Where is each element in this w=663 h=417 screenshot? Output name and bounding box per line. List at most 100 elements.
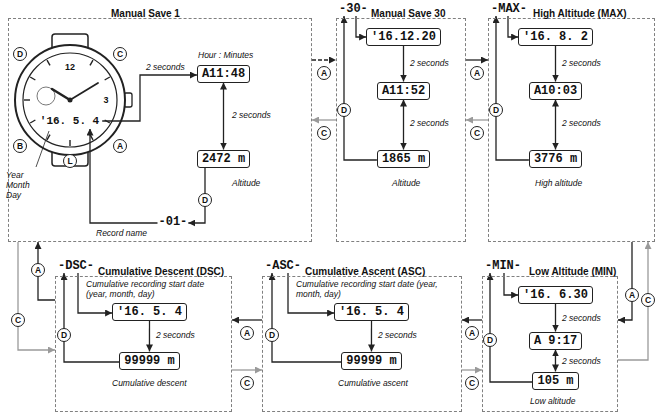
flow-arrow <box>90 129 158 224</box>
flow-arrow <box>466 59 488 60</box>
panel-title: Manual Save 30 <box>371 8 445 19</box>
panel-title: Cumulative Descent (DSC) <box>98 266 224 277</box>
timing-label: 2 seconds <box>562 356 601 366</box>
lcd-display: '16. 5. 4 <box>112 303 187 321</box>
button-label: C <box>113 47 127 61</box>
mode-panel: Low Altitude (MIN)'16. 6.30A 9:17105 m <box>482 276 618 412</box>
flow-arrow <box>462 319 482 320</box>
button-label: D <box>198 193 212 207</box>
record-name-text: -30- <box>339 2 368 16</box>
panel-title: High Altitude (MAX) <box>533 8 627 19</box>
button-label: A <box>465 326 479 340</box>
caption-label: Hour : Minutes <box>198 50 253 60</box>
button-label: A <box>31 263 45 277</box>
button-label: A <box>470 66 484 80</box>
display-text: 99999 m <box>346 354 396 368</box>
timing-label: 2 seconds <box>232 110 271 120</box>
caption-label: Cumulative descent <box>112 378 187 388</box>
button-label: D <box>265 328 279 342</box>
caption-label: Cumulative ascent <box>338 378 408 388</box>
dial-numeral: 3 <box>103 95 108 105</box>
button-label: C <box>11 313 25 327</box>
button-label: D <box>13 47 27 61</box>
lcd-display: A 9:17 <box>529 332 582 350</box>
flow-arrow <box>371 321 372 352</box>
timing-label: 2 seconds <box>410 118 449 128</box>
button-label: C <box>465 376 479 390</box>
flow-arrow <box>555 304 556 332</box>
hour-tick <box>24 99 30 100</box>
flow-arrow <box>149 321 150 352</box>
button-label: C <box>317 126 331 140</box>
leader-line <box>36 131 49 167</box>
mode-panel: Manual Save 30'16.12.20A11:521865 m <box>336 18 466 242</box>
hour-tick <box>30 77 35 80</box>
display-text: A 9:17 <box>534 334 577 348</box>
record-name: -01- <box>158 216 189 229</box>
flow-arrow <box>356 16 366 37</box>
timing-label: 2 seconds <box>562 118 601 128</box>
record-name: -MIN- <box>484 260 522 273</box>
display-text: 3776 m <box>534 152 577 166</box>
display-text: '16. 5. 4 <box>117 305 182 319</box>
mode-panel: Manual Save 1'16. 5. 4A11:482472 m-01- <box>8 18 312 242</box>
dial-numeral: 12 <box>65 62 75 72</box>
flow-arrow <box>223 83 224 150</box>
lcd-display: '16. 8. 2 <box>518 28 593 46</box>
button-label: B <box>13 139 27 153</box>
caption-label: Low altitude <box>530 396 575 406</box>
display-text: '16. 8. 2 <box>523 30 588 44</box>
watch-case <box>15 45 125 155</box>
return-arrow <box>232 369 262 370</box>
watch-display: '16. 5. 4 <box>37 114 102 129</box>
record-name: -MAX- <box>490 3 528 16</box>
display-text: '16. 6.30 <box>523 288 588 302</box>
record-name: -DSC- <box>57 260 95 273</box>
display-text: 1865 m <box>382 152 425 166</box>
display-text: A10:03 <box>534 84 577 98</box>
flow-arrow <box>312 59 336 60</box>
button-label: A <box>317 66 331 80</box>
button-label: D <box>57 328 71 342</box>
timing-label: 2 seconds <box>146 62 185 72</box>
display-text: 99999 m <box>124 354 174 368</box>
hour-tick <box>90 60 93 65</box>
display-text: '16. 5. 4 <box>40 115 99 127</box>
display-text: '16.12.20 <box>371 30 436 44</box>
record-name-text: -MAX- <box>491 2 527 16</box>
panel-title: Manual Save 1 <box>111 8 180 19</box>
display-text: A11:48 <box>202 67 245 81</box>
display-text: 105 m <box>537 374 573 388</box>
record-name-text: -DSC- <box>58 259 94 273</box>
panel-title: Low Altitude (MIN) <box>529 266 616 277</box>
flow-arrow <box>102 75 197 121</box>
button-label: D <box>483 333 497 347</box>
lcd-display: 1865 m <box>377 150 430 168</box>
flow-arrow <box>555 100 556 150</box>
display-text: A11:52 <box>382 84 425 98</box>
return-arrow <box>312 119 336 120</box>
caption-label: High altitude <box>535 178 582 188</box>
timing-label: 2 seconds <box>410 58 449 68</box>
hour-hand <box>52 89 70 100</box>
record-name-text: -MIN- <box>485 259 521 273</box>
button-label: A <box>240 326 254 340</box>
mode-panel: Cumulative Ascent (ASC)'16. 5. 499999 m <box>262 276 462 412</box>
hour-tick <box>69 140 70 146</box>
timing-label: 2 seconds <box>562 58 601 68</box>
button-label: A <box>113 139 127 153</box>
lcd-display: 99999 m <box>341 352 401 370</box>
timing-label: 2 seconds <box>378 330 417 340</box>
return-arrow <box>466 119 488 120</box>
minute-hand <box>70 83 98 100</box>
caption-label: Record name <box>96 228 147 238</box>
button-label: C <box>470 126 484 140</box>
lcd-display: 2472 m <box>197 150 250 168</box>
hand-pivot <box>68 98 73 103</box>
mode-panel: High Altitude (MAX)'16. 8. 2A10:033776 m <box>488 18 655 242</box>
button-label: D <box>337 103 351 117</box>
lcd-display: 99999 m <box>119 352 179 370</box>
button-label: D <box>489 103 503 117</box>
